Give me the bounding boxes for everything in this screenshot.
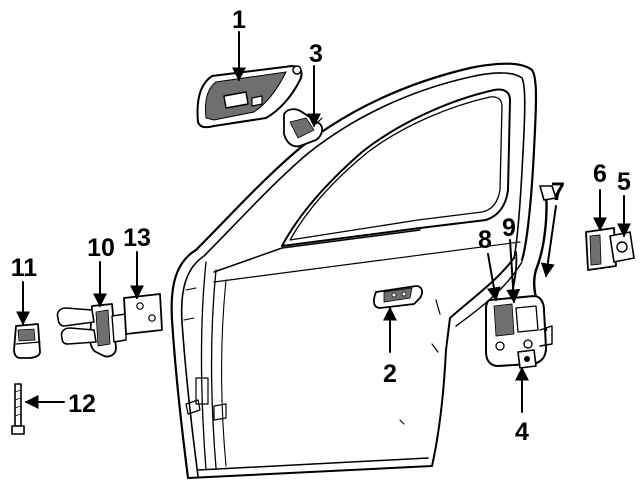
callout-12: 12: [68, 390, 96, 418]
callout-4: 4: [515, 418, 529, 446]
callout-9: 9: [502, 214, 516, 242]
lock-knob: [373, 285, 423, 309]
callout-2: 2: [383, 360, 397, 388]
hinge-bushing: [13, 323, 41, 359]
latch-assembly: [485, 185, 557, 369]
hinge-pin: [11, 383, 25, 435]
callout-10: 10: [87, 234, 115, 262]
leader-lines: [16, 31, 631, 413]
callout-8: 8: [478, 226, 492, 254]
callout-labels: 1 3 2 4 5 6 7 8 9 10 13 11 12: [11, 6, 631, 446]
striker-assembly: [585, 227, 635, 271]
callout-6: 6: [593, 160, 607, 188]
callout-3: 3: [309, 40, 323, 68]
callout-7: 7: [551, 178, 565, 206]
callout-13: 13: [123, 224, 151, 252]
inside-handle-bezel: [196, 65, 303, 129]
handle-clip: [283, 108, 323, 148]
callout-5: 5: [617, 168, 631, 196]
door-hinge: [56, 293, 163, 358]
callout-11: 11: [11, 254, 38, 282]
door-shell: [170, 62, 538, 480]
callout-1: 1: [232, 6, 246, 34]
